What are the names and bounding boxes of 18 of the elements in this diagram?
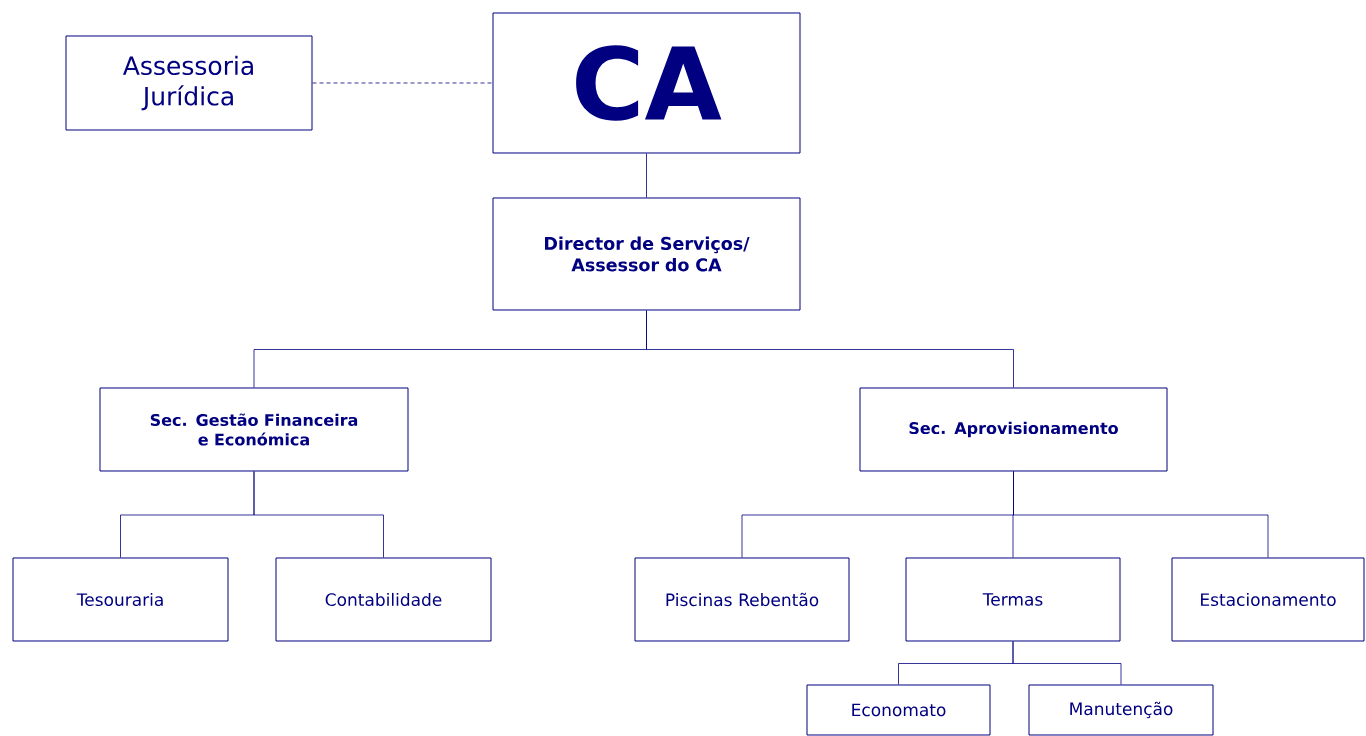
org-box: CA: [492, 12, 801, 154]
org-box: Director de Serviços/ Assessor do CA: [492, 197, 801, 311]
org-box: Manutenção: [1028, 684, 1214, 736]
connector-line: [1012, 641, 1122, 685]
org-box: Economato: [806, 684, 991, 736]
org-box: Termas: [905, 557, 1121, 642]
org-box: Piscinas Rebentão: [634, 557, 850, 642]
org-box: Assessoria Jurídica: [65, 35, 313, 131]
connector-line: [646, 153, 647, 198]
org-box: Sec. Aprovisionamento: [859, 387, 1168, 472]
connector-line: [646, 310, 1014, 388]
org-box: Sec. Gestão Financeira e Económica: [99, 387, 409, 472]
org-box: Contabilidade: [275, 557, 492, 642]
connector-line: [312, 82, 493, 84]
connector-line: [1013, 471, 1269, 558]
connector-line: [253, 471, 384, 558]
org-box: Tesouraria: [12, 557, 229, 642]
org-box: Estacionamento: [1171, 557, 1365, 642]
